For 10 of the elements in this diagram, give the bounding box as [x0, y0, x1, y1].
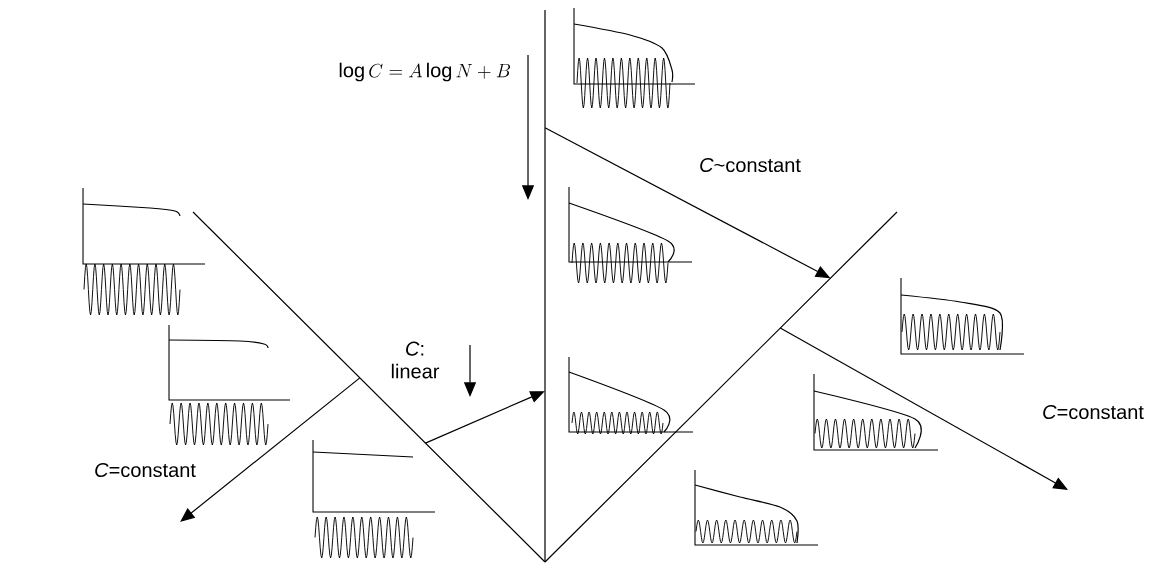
arrow [180, 377, 361, 522]
edge-label: C=constant [1040, 403, 1146, 421]
arrow [779, 327, 1068, 490]
arrow [424, 391, 545, 444]
boundary-line [544, 9, 546, 563]
boundary-line [544, 211, 898, 563]
formula: $\log C = A\log N + B$ [339, 62, 511, 82]
edge-label: C=constant [92, 461, 198, 479]
edge-label: C~constant [697, 156, 803, 174]
text-label: C: linear [391, 341, 440, 379]
